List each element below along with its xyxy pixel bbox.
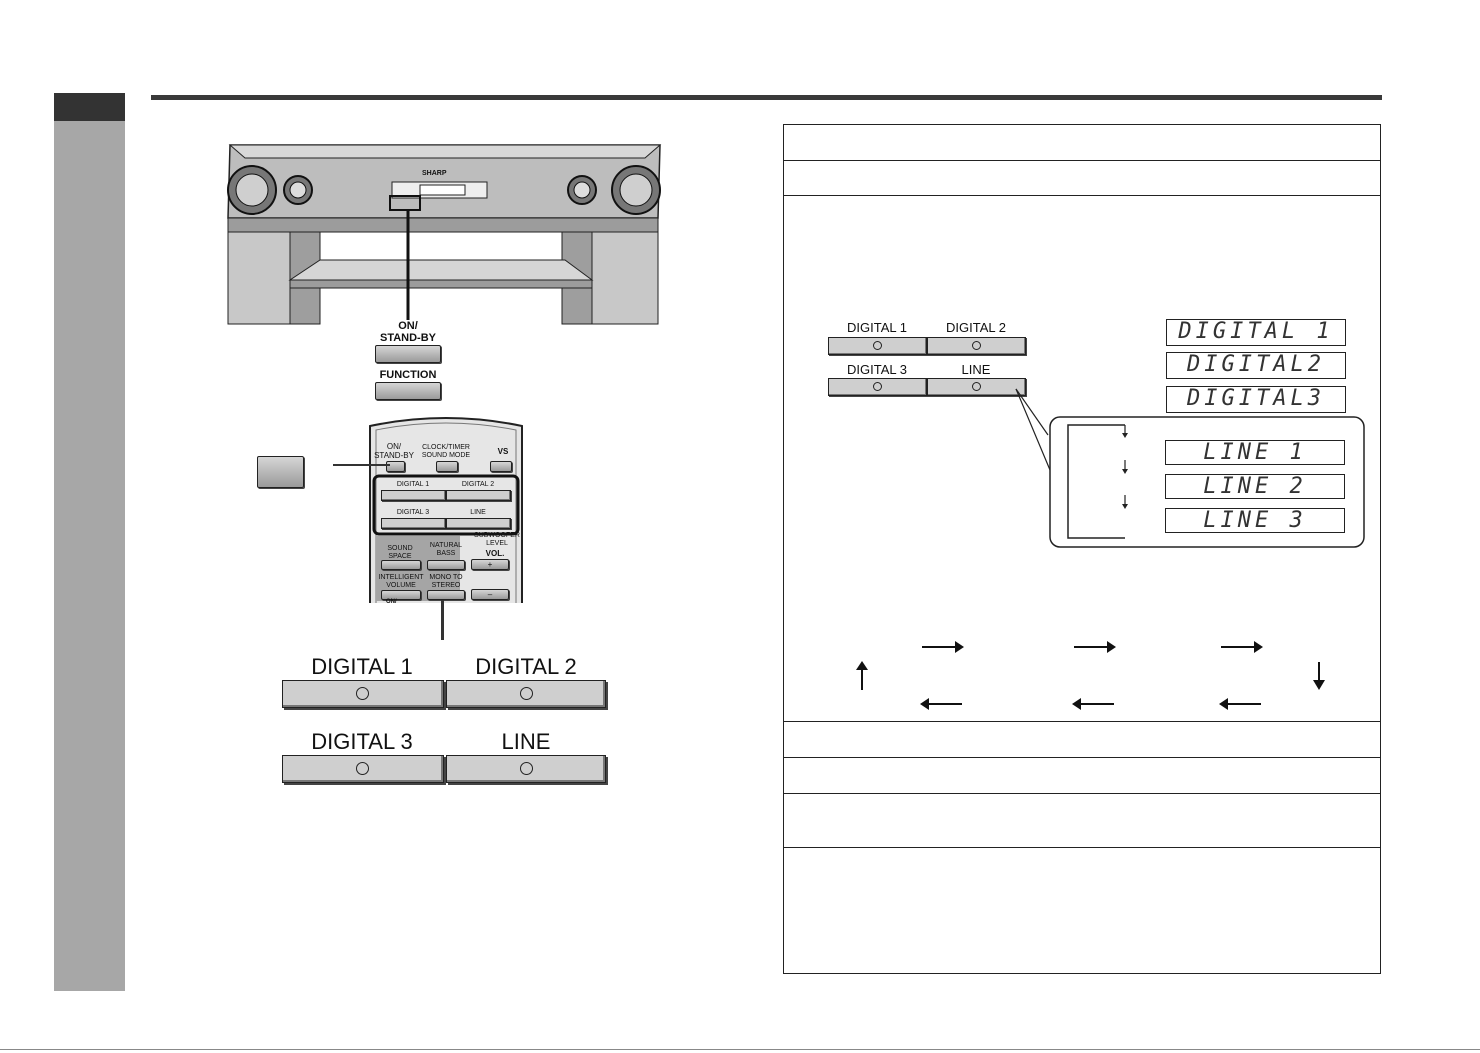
up-arrow-icon — [856, 661, 868, 690]
remote-line-button[interactable] — [446, 518, 511, 529]
remote-digital1-label: DIGITAL 1 — [396, 481, 430, 488]
panel-digital1-button[interactable] — [828, 337, 927, 355]
indicator-icon — [356, 762, 369, 775]
panel-digital2-button[interactable] — [927, 337, 1026, 355]
remote-digital2-button[interactable] — [446, 490, 511, 501]
remote-on-standby-button[interactable] — [386, 461, 405, 472]
large-digital1-label: DIGITAL 1 — [311, 654, 413, 679]
indicator-icon — [873, 341, 882, 350]
panel-line-label: LINE — [961, 362, 991, 377]
left-arrow-icon — [920, 698, 962, 710]
table-row-divider — [783, 793, 1381, 794]
large-line-button[interactable] — [446, 755, 606, 783]
main-unit-illustration — [227, 144, 662, 325]
unit-function-label: FUNCTION — [379, 369, 437, 381]
callout-pointer-line — [333, 464, 390, 466]
panel-digital2-label: DIGITAL 2 — [946, 320, 1006, 335]
table-row-divider — [783, 160, 1381, 161]
right-arrow-icon — [1221, 641, 1263, 653]
unit-on-standby-label: ON/STAND-BY — [379, 320, 436, 344]
top-rule — [151, 95, 1382, 100]
right-arrow-icon — [1074, 641, 1116, 653]
left-arrow-icon — [1219, 698, 1261, 710]
display-line3: LINE 3 — [1165, 508, 1345, 533]
remote-natural-bass-label: NATURAL BASS — [429, 542, 463, 557]
remote-sound-space-label: SOUND SPACE — [387, 545, 413, 560]
large-digital2-label: DIGITAL 2 — [475, 654, 577, 679]
remote-intelligent-volume-button[interactable] — [381, 590, 421, 600]
indicator-icon — [356, 687, 369, 700]
large-line-label: LINE — [501, 729, 551, 754]
remote-line-label: LINE — [470, 509, 486, 516]
brand-logo: SHARP — [422, 170, 447, 177]
remote-digital2-label: DIGITAL 2 — [461, 481, 495, 488]
callout-button-icon — [257, 456, 304, 488]
down-arrow-icon — [1313, 662, 1325, 690]
left-arrow-icon — [1072, 698, 1114, 710]
remote-digital3-label: DIGITAL 3 — [396, 509, 430, 516]
table-row-divider — [783, 721, 1381, 722]
instruction-table — [783, 124, 1381, 974]
large-digital3-label: DIGITAL 3 — [311, 729, 413, 754]
remote-on-small-label: ON/ — [386, 599, 397, 605]
panel-digital1-label: DIGITAL 1 — [847, 320, 907, 335]
unit-on-standby-button[interactable] — [375, 345, 441, 363]
table-row-divider — [783, 847, 1381, 848]
remote-intelligent-volume-label: INTELLIGENT VOLUME — [378, 574, 424, 589]
remote-vol-minus-button[interactable]: – — [471, 589, 509, 600]
remote-digital1-button[interactable] — [381, 490, 446, 501]
remote-vs-label: VS — [497, 447, 509, 456]
remote-vol-plus-button[interactable]: + — [471, 559, 509, 570]
large-digital3-button[interactable] — [282, 755, 444, 783]
large-digital2-button[interactable] — [446, 680, 606, 708]
indicator-icon — [873, 382, 882, 391]
indicator-icon — [520, 762, 533, 775]
remote-on-standby-label: ON/STAND-BY — [374, 442, 414, 460]
remote-natural-bass-button[interactable] — [427, 560, 465, 570]
indicator-icon — [972, 382, 981, 391]
table-row-divider — [783, 757, 1381, 758]
remote-subwoofer-level-label: SUBWOOFER LEVEL — [474, 532, 520, 547]
remote-vol-label: VOL. — [485, 549, 505, 558]
large-digital1-button[interactable] — [282, 680, 444, 708]
remote-pointer-line — [441, 600, 444, 640]
remote-clock-timer-button[interactable] — [436, 461, 458, 472]
panel-digital3-button[interactable] — [828, 378, 927, 396]
table-row-divider — [783, 195, 1381, 196]
unit-function-button[interactable] — [375, 382, 441, 400]
display-digital2: DIGITAL2 — [1166, 352, 1346, 379]
remote-mono-to-stereo-label: MONO TO STEREO — [429, 574, 463, 589]
display-digital3: DIGITAL3 — [1166, 386, 1346, 413]
remote-vs-button[interactable] — [490, 461, 512, 472]
display-digital1: DIGITAL 1 — [1166, 319, 1346, 346]
remote-mono-to-stereo-button[interactable] — [427, 590, 465, 600]
side-tab-bar — [54, 93, 125, 991]
panel-line-button[interactable] — [927, 378, 1026, 396]
side-tab-header — [54, 93, 125, 121]
display-line1: LINE 1 — [1165, 440, 1345, 465]
right-arrow-icon — [922, 641, 964, 653]
remote-digital3-button[interactable] — [381, 518, 446, 529]
indicator-icon — [972, 341, 981, 350]
bottom-rule — [0, 1049, 1480, 1050]
display-line2: LINE 2 — [1165, 474, 1345, 499]
panel-digital3-label: DIGITAL 3 — [847, 362, 907, 377]
remote-sound-space-button[interactable] — [381, 560, 421, 570]
indicator-icon — [520, 687, 533, 700]
